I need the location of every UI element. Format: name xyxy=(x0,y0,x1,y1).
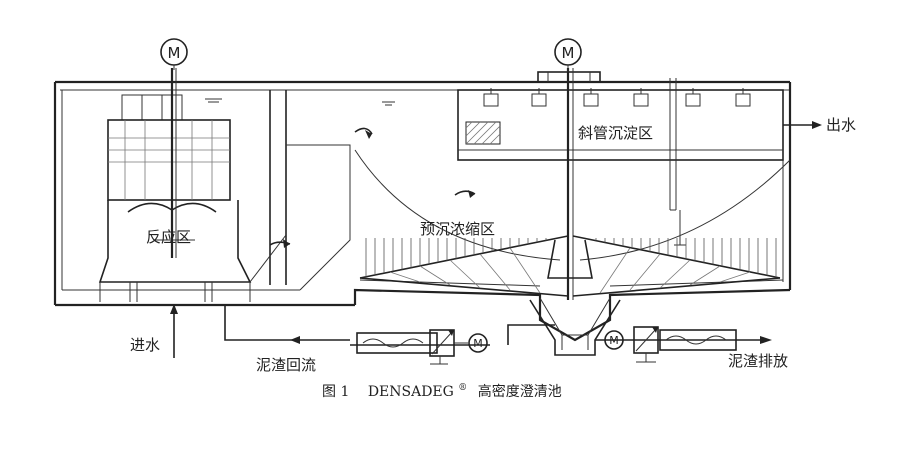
scraper-motor: M xyxy=(554,38,582,72)
outlet-label: 出水 xyxy=(826,116,856,134)
discharge-pump xyxy=(659,329,737,351)
inlet-pipe xyxy=(170,304,178,358)
reactor-mixer-motor: M xyxy=(160,38,188,70)
rake-arms xyxy=(359,235,781,297)
inlet-arrow-icon xyxy=(170,304,178,314)
tube-settler-zone-label: 斜管沉淀区 xyxy=(578,124,653,142)
reactor-motor-label: M xyxy=(168,44,181,62)
return-arrow-icon xyxy=(290,336,300,344)
sludge-return-line: M xyxy=(224,305,555,365)
basin-outline xyxy=(53,80,792,342)
scraper-motor-label: M xyxy=(562,44,575,62)
reaction-zone xyxy=(98,68,252,302)
pre-settle-zone xyxy=(354,101,791,261)
caption-title-rest: 高密度澄清池 xyxy=(478,383,562,400)
pre-settle-zone-label: 预沉浓缩区 xyxy=(420,220,495,238)
partition-walls xyxy=(249,90,373,291)
reaction-zone-label: 反应区 xyxy=(146,228,191,246)
return-pump-motor-label: M xyxy=(473,337,483,350)
inlet-label: 进水 xyxy=(130,336,160,354)
caption-title-main: DENSADEG xyxy=(368,384,454,400)
sludge-return-label: 泥渣回流 xyxy=(256,356,316,374)
central-hopper xyxy=(529,297,621,356)
sludge-discharge-line: M xyxy=(595,326,772,363)
discharge-arrow-icon xyxy=(760,336,772,344)
collection-troughs xyxy=(483,88,751,107)
thickener-pickets xyxy=(365,238,777,278)
tube-settler-zone xyxy=(457,78,822,246)
caption-registered-mark: ® xyxy=(458,383,467,393)
discharge-pump-motor-label: M xyxy=(609,334,619,347)
figure-caption: 图 1 DENSADEG ® 高密度澄清池 xyxy=(322,378,562,400)
return-pump xyxy=(356,332,438,354)
scraper-drive xyxy=(537,68,601,300)
figure-number: 图 1 xyxy=(322,384,349,400)
sludge-discharge-label: 泥渣排放 xyxy=(728,352,788,370)
outlet-arrow-icon xyxy=(812,121,822,129)
